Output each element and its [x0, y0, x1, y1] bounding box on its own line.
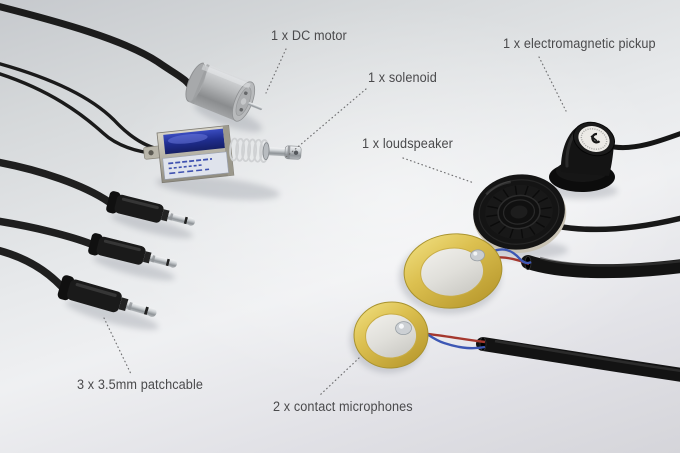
solenoid-plunger — [229, 137, 302, 163]
leader-loudspeaker — [402, 157, 475, 184]
jack-plug — [106, 191, 195, 226]
solenoid-photo — [143, 125, 302, 184]
pickup-label — [578, 126, 610, 152]
leader-lines — [103, 48, 567, 397]
contact-microphones-photo — [353, 233, 680, 382]
label-solenoid: 1 x solenoid — [368, 70, 437, 85]
label-patchcable: 3 x 3.5mm patchcable — [77, 377, 204, 392]
motor-shaft — [247, 102, 263, 111]
leader-dc-motor — [265, 48, 287, 94]
label-contact-microphones: 2 x contact microphones — [273, 399, 413, 414]
mic-cable — [521, 255, 680, 279]
mic-cable — [476, 337, 680, 382]
solenoid-label — [162, 151, 229, 180]
leader-solenoid — [285, 88, 367, 158]
label-electromagnetic-pickup: 1 x electromagnetic pickup — [503, 36, 656, 51]
label-loudspeaker: 1 x loudspeaker — [362, 136, 454, 151]
leader-contact-microphones — [318, 357, 360, 397]
patch-cables-photo — [0, 158, 195, 317]
piezo-disc-small — [353, 301, 429, 369]
leader-patchcable — [103, 317, 132, 375]
speaker-pleats — [486, 185, 552, 239]
electromagnetic-pickup-photo — [549, 121, 680, 192]
jack-plug — [88, 233, 177, 268]
jack-plug — [57, 275, 157, 317]
leader-electromagnetic-pickup — [538, 56, 567, 112]
solenoid-wires — [0, 62, 160, 156]
piezo-disc-large — [403, 233, 503, 309]
loudspeaker-photo — [473, 174, 680, 254]
dc-motor-photo — [185, 62, 263, 122]
label-dc-motor: 1 x DC motor — [271, 28, 347, 43]
motor-wire — [0, 3, 195, 93]
